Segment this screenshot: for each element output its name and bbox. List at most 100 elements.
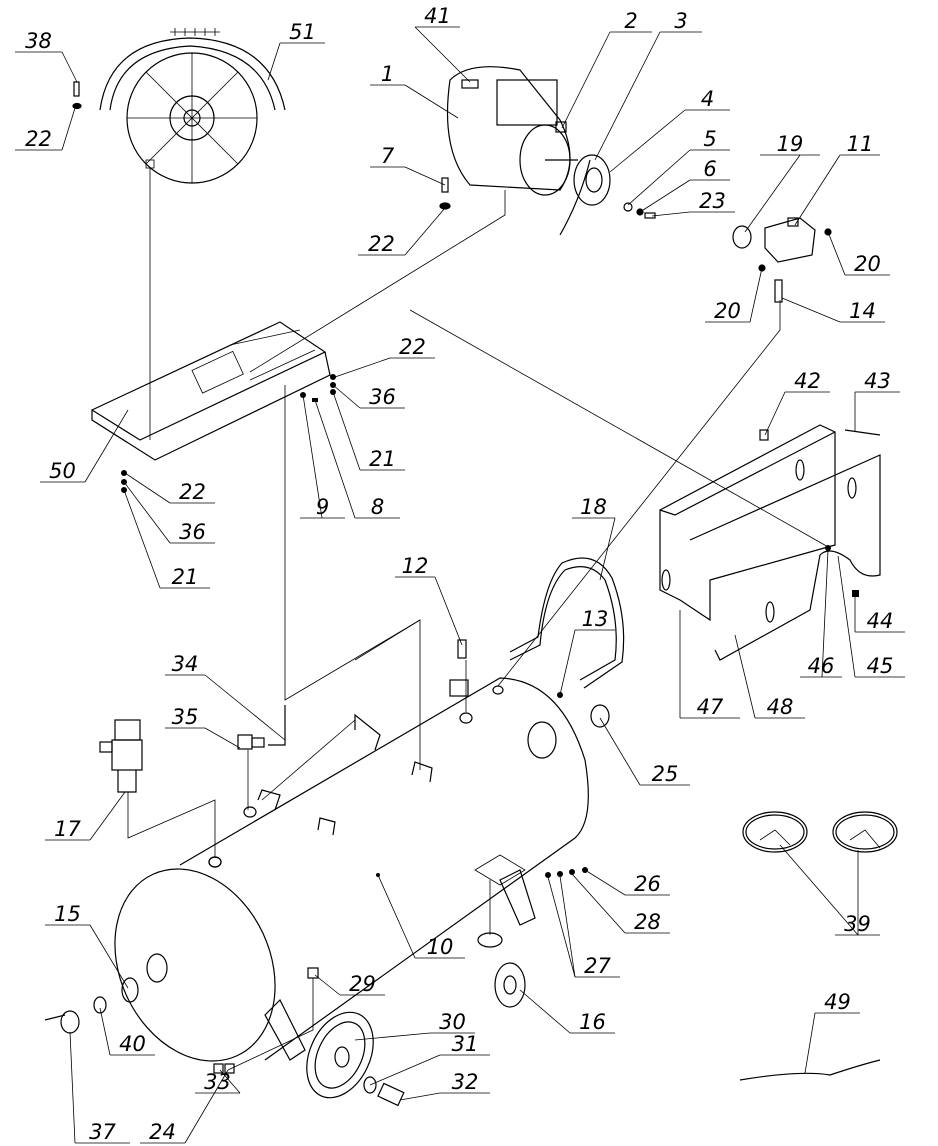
callout-label: 30 (439, 1010, 466, 1034)
callout-label: 34 (172, 652, 199, 676)
callout-label: 22 (368, 232, 395, 256)
callout-label: 21 (172, 565, 199, 589)
callout-49: 49 (804, 990, 860, 1074)
callout-40: 40 (99, 1007, 155, 1056)
leader-line (599, 717, 641, 786)
callout-24: 24 (140, 1069, 229, 1144)
callout-33: 33 (195, 1069, 241, 1094)
callout-44: 44 (854, 595, 905, 633)
leader-line (61, 51, 78, 83)
parts-drawing (44, 28, 898, 1107)
callout-label: 31 (452, 1032, 479, 1056)
callout-22: 22 (358, 207, 446, 256)
callout-label: 2 (624, 9, 637, 33)
callout-label: 24 (149, 1120, 176, 1144)
leader-line (84, 409, 129, 483)
callout-25: 25 (599, 717, 690, 786)
leader-line (559, 629, 576, 696)
leader-line (827, 231, 846, 276)
callout-1: 1 (370, 62, 459, 119)
assembly-lines (127, 168, 831, 1071)
callout-label: 21 (369, 447, 396, 471)
leader-line (821, 549, 829, 678)
leader-line (124, 472, 171, 504)
callout-27: 27 (547, 875, 620, 978)
leader-line (377, 874, 416, 959)
leader-line (89, 791, 126, 841)
leader-line (609, 109, 686, 173)
callout-label: 26 (634, 872, 661, 896)
callout-label: 36 (369, 385, 396, 409)
wheel-large (306, 1011, 405, 1107)
leader-line (404, 207, 446, 256)
callout-label: 8 (371, 495, 384, 519)
base-plate (90, 321, 336, 493)
callout-label: 17 (54, 817, 81, 841)
leader-line (779, 844, 859, 936)
callout-34: 34 (165, 652, 286, 741)
leader-line (267, 42, 281, 81)
callout-6: 6 (639, 157, 730, 213)
callout-32: 32 (399, 1070, 490, 1101)
callout-label: 39 (844, 912, 871, 936)
leader-line (89, 924, 129, 989)
callout-37: 37 (69, 1031, 130, 1144)
callout-label: 33 (204, 1070, 231, 1094)
callout-10: 10 (377, 874, 465, 959)
callout-label: 27 (584, 954, 611, 978)
leader-line (651, 211, 691, 217)
leader-line (404, 166, 446, 186)
callout-label: 35 (172, 705, 199, 729)
leader-line (354, 1032, 431, 1041)
leader-line (837, 555, 856, 678)
callout-26: 26 (584, 869, 670, 896)
callout-label: 15 (54, 902, 81, 926)
leader-line (547, 876, 576, 978)
caster-wheel (474, 854, 526, 1008)
leader-line (559, 875, 576, 978)
callout-label: 36 (179, 520, 206, 544)
leader-line (571, 873, 626, 934)
callout-label: 20 (714, 299, 741, 323)
callout-label: 28 (634, 910, 661, 934)
callout-label: 22 (25, 127, 52, 151)
leader-line (123, 489, 161, 589)
leader-line (804, 1012, 816, 1074)
callout-51: 51 (267, 20, 325, 81)
leader-line (332, 384, 361, 409)
callout-22: 22 (124, 472, 215, 504)
callout-48: 48 (734, 634, 805, 719)
leader-line (561, 31, 611, 129)
callout-label: 9 (316, 495, 329, 519)
callout-label: 4 (701, 87, 714, 111)
leader-line (69, 1031, 76, 1144)
leader-line (599, 517, 616, 581)
callout-21: 21 (123, 489, 210, 589)
leader-line (434, 576, 463, 646)
leader-line (204, 727, 241, 749)
callout-label: 40 (119, 1032, 146, 1056)
leader-line (594, 31, 661, 161)
leader-line (332, 391, 361, 471)
leader-line (404, 84, 459, 119)
callout-23: 23 (651, 189, 735, 217)
callout-5: 5 (627, 127, 730, 206)
callout-label: 13 (582, 607, 609, 631)
callout-label: 22 (399, 335, 426, 359)
callout-label: 22 (179, 480, 206, 504)
leader-line (399, 1092, 441, 1101)
callout-label: 32 (452, 1070, 479, 1094)
callout-label: 47 (697, 695, 724, 719)
callout-3: 3 (594, 9, 702, 161)
leader-line (627, 149, 691, 206)
callout-label: 48 (767, 695, 794, 719)
callout-46: 46 (800, 549, 842, 678)
callout-label: 49 (824, 990, 851, 1014)
air-tank (114, 677, 610, 1062)
callout-36: 36 (332, 384, 405, 409)
callout-18: 18 (572, 495, 616, 581)
callout-label: 51 (289, 20, 316, 44)
callout-label: 5 (703, 127, 716, 151)
